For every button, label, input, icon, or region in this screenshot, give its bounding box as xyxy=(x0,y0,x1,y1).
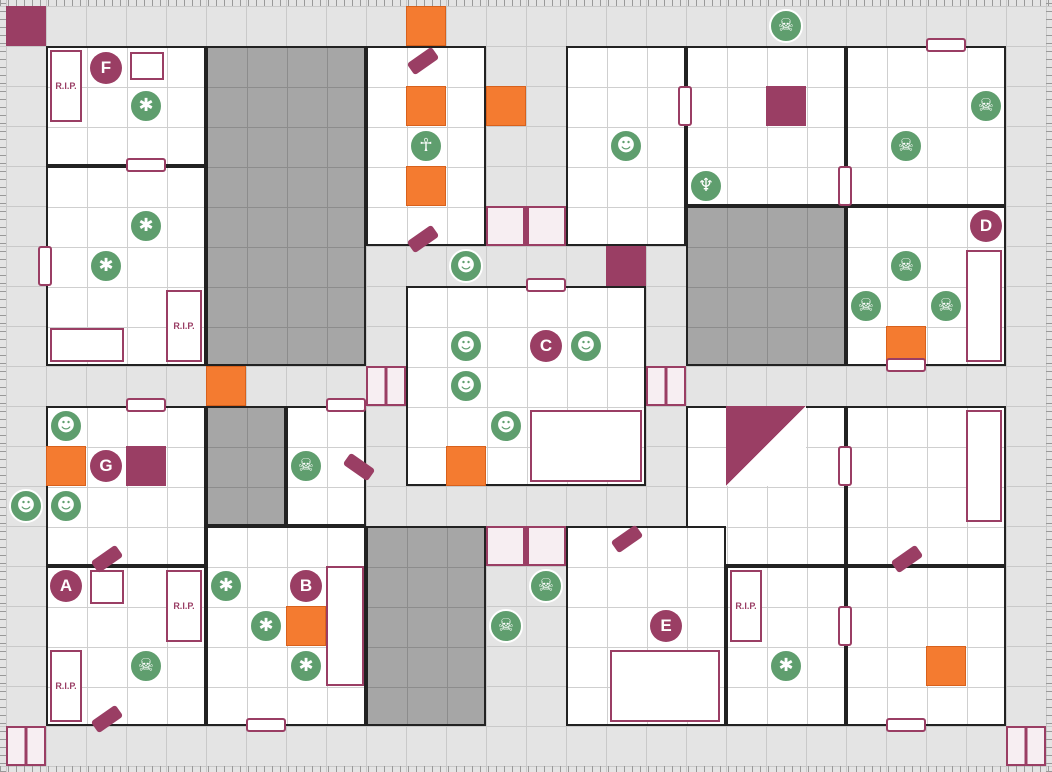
spear-trap-tile[interactable] xyxy=(406,166,446,206)
fireplace-icon[interactable] xyxy=(606,246,646,286)
board-right-edge xyxy=(1046,0,1052,772)
spider-icon[interactable]: ✱ xyxy=(769,649,803,683)
pit-trap-tile[interactable] xyxy=(286,606,326,646)
room-label-b: B xyxy=(290,570,322,602)
fireplace-icon[interactable] xyxy=(6,6,46,46)
chest-tile[interactable] xyxy=(446,446,486,486)
bookcase-icon xyxy=(966,410,1002,522)
door-icon[interactable] xyxy=(526,278,566,292)
skull-icon[interactable]: ☠ xyxy=(769,9,803,43)
rubble-icon xyxy=(486,206,566,246)
door-icon[interactable] xyxy=(886,718,926,732)
pit-trap-tile[interactable] xyxy=(206,366,246,406)
skull-icon[interactable]: ☠ xyxy=(849,289,883,323)
orc-icon[interactable]: ☻ xyxy=(489,409,523,443)
orc-icon[interactable]: ☻ xyxy=(449,369,483,403)
spider-icon[interactable]: ✱ xyxy=(89,249,123,283)
chest-icon[interactable] xyxy=(130,52,164,80)
tomb-icon: R.I.P. xyxy=(50,50,82,122)
spear-trap-tile[interactable] xyxy=(406,86,446,126)
rubble-icon xyxy=(486,526,566,566)
door-icon[interactable] xyxy=(838,606,852,646)
room-label-c: C xyxy=(530,330,562,362)
tomb-icon: R.I.P. xyxy=(730,570,762,642)
door-icon[interactable] xyxy=(126,158,166,172)
skull-icon[interactable]: ☠ xyxy=(289,449,323,483)
skull-icon[interactable]: ☠ xyxy=(929,289,963,323)
weapon-rack-icon xyxy=(326,566,364,686)
tomb-label: R.I.P. xyxy=(735,601,757,611)
gargoyle-icon[interactable]: ♆ xyxy=(689,169,723,203)
bookcase-icon xyxy=(966,250,1002,362)
fireplace-icon[interactable] xyxy=(126,446,166,486)
room-label-d: D xyxy=(970,210,1002,242)
solid-block-2 xyxy=(686,206,846,366)
solid-block-3 xyxy=(206,406,286,526)
goblin-icon[interactable]: ☻ xyxy=(9,489,43,523)
room-label-f: F xyxy=(90,52,122,84)
door-icon[interactable] xyxy=(678,86,692,126)
tomb-label: R.I.P. xyxy=(55,681,77,691)
goblin-icon[interactable]: ☻ xyxy=(449,249,483,283)
rubble-icon xyxy=(646,366,686,406)
skull-icon[interactable]: ☠ xyxy=(889,249,923,283)
door-icon[interactable] xyxy=(246,718,286,732)
board-left-edge xyxy=(0,0,6,772)
spider-icon[interactable]: ✱ xyxy=(249,609,283,643)
room-northeast-3 xyxy=(846,46,1006,206)
board-bottom-edge xyxy=(0,766,1052,772)
rubble-icon xyxy=(366,366,406,406)
door-icon[interactable] xyxy=(38,246,52,286)
skull-icon[interactable]: ☠ xyxy=(529,569,563,603)
orc-icon[interactable]: ☻ xyxy=(569,329,603,363)
spider-icon[interactable]: ✱ xyxy=(209,569,243,603)
orc-icon[interactable]: ☻ xyxy=(49,489,83,523)
solid-block-1 xyxy=(206,46,366,366)
skull-icon[interactable]: ☠ xyxy=(889,129,923,163)
rubble-icon xyxy=(1006,726,1046,766)
coffin-icon xyxy=(50,328,124,362)
door-icon[interactable] xyxy=(838,446,852,486)
room-label-g: G xyxy=(90,450,122,482)
skull-icon[interactable]: ☠ xyxy=(129,649,163,683)
orc-icon[interactable]: ☻ xyxy=(49,409,83,443)
tomb-icon: R.I.P. xyxy=(166,290,202,362)
stairs-icon xyxy=(726,406,806,486)
pit-trap-tile[interactable] xyxy=(486,86,526,126)
tomb-icon: R.I.P. xyxy=(50,650,82,722)
door-icon[interactable] xyxy=(126,398,166,412)
chest-tile[interactable] xyxy=(46,446,86,486)
tomb-icon: R.I.P. xyxy=(166,570,202,642)
fireplace-icon[interactable] xyxy=(766,86,806,126)
rubble-icon xyxy=(6,726,46,766)
spider-icon[interactable]: ✱ xyxy=(129,89,163,123)
goblin-icon[interactable]: ☻ xyxy=(449,329,483,363)
door-icon[interactable] xyxy=(886,358,926,372)
fireplace-tile[interactable] xyxy=(926,646,966,686)
door-icon[interactable] xyxy=(326,398,366,412)
altar-icon xyxy=(530,410,642,482)
solid-block-4 xyxy=(366,526,486,726)
alchemist-bench-icon xyxy=(610,650,720,722)
spider-icon[interactable]: ✱ xyxy=(289,649,323,683)
pit-trap-tile[interactable] xyxy=(406,6,446,46)
door-icon[interactable] xyxy=(838,166,852,206)
board-top-edge xyxy=(0,0,1052,6)
door-icon[interactable] xyxy=(926,38,966,52)
mummy-icon[interactable]: ☥ xyxy=(409,129,443,163)
tomb-label: R.I.P. xyxy=(55,81,77,91)
spider-icon[interactable]: ✱ xyxy=(129,209,163,243)
skull-icon[interactable]: ☠ xyxy=(969,89,1003,123)
chest-icon[interactable] xyxy=(90,570,124,604)
tomb-label: R.I.P. xyxy=(173,321,195,331)
orc-icon[interactable]: ☻ xyxy=(609,129,643,163)
skull-icon[interactable]: ☠ xyxy=(489,609,523,643)
room-label-a: A xyxy=(50,570,82,602)
tomb-label: R.I.P. xyxy=(173,601,195,611)
room-label-e: E xyxy=(650,610,682,642)
